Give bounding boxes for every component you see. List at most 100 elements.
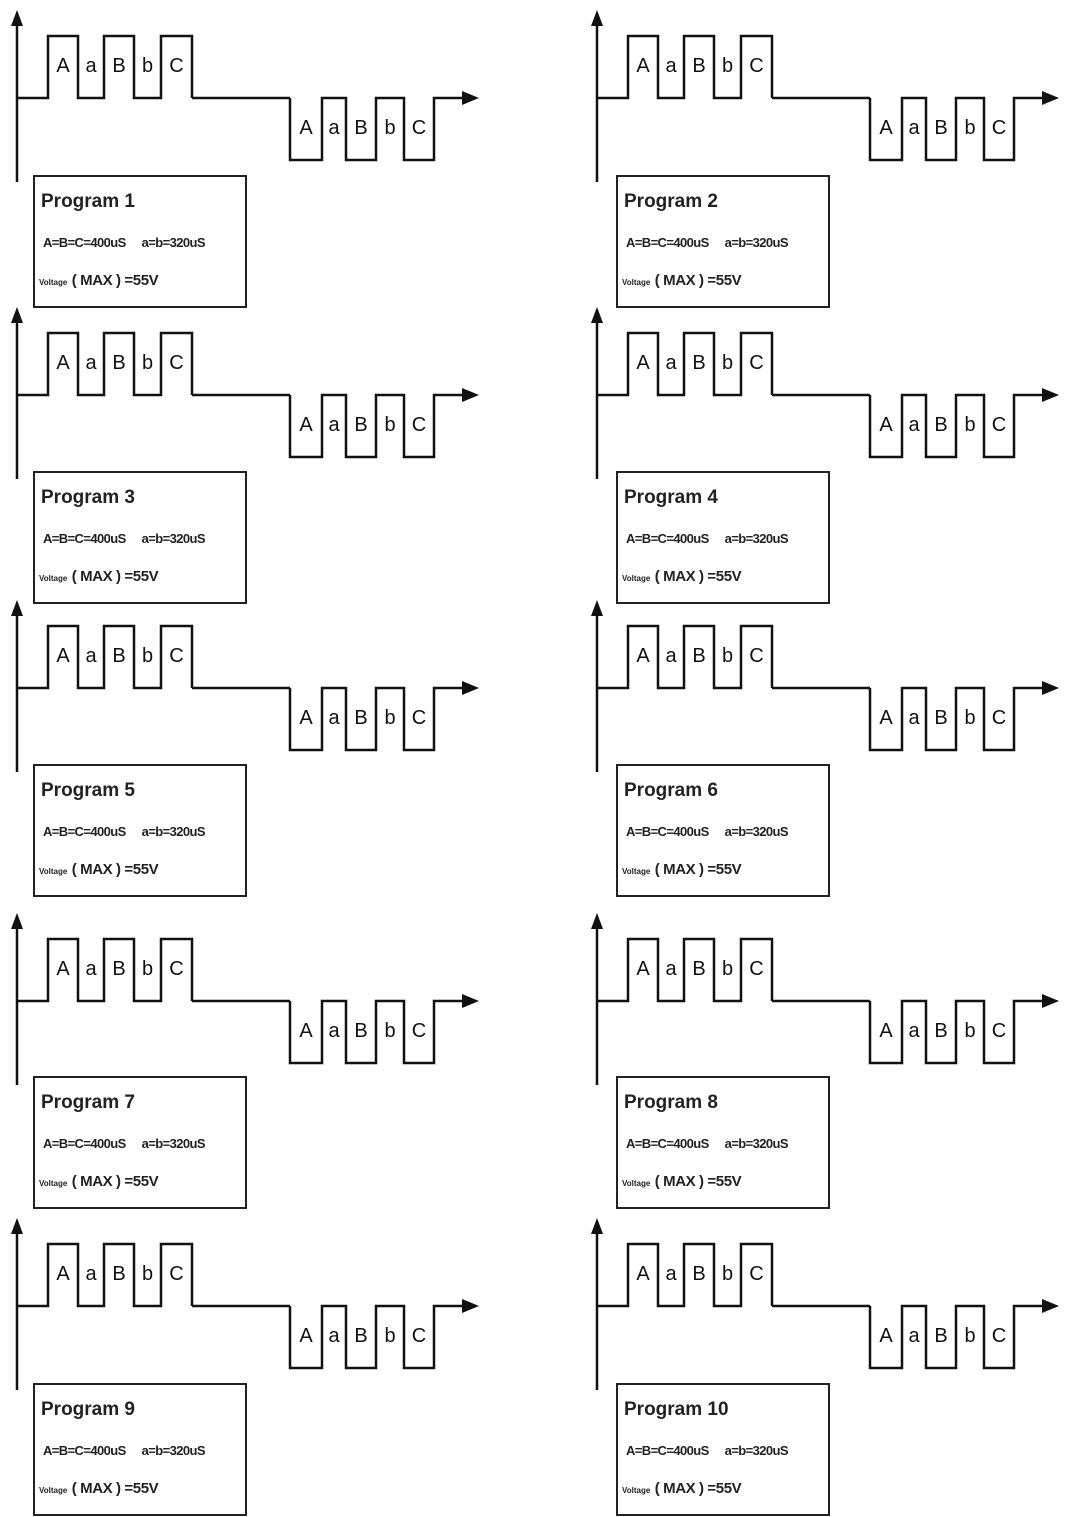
timing-abc: A=B=C=400uS <box>43 531 126 546</box>
x-axis-arrow <box>462 1299 479 1313</box>
negative-pulse-train <box>868 1304 1042 1370</box>
pulse-label: B <box>692 352 705 374</box>
x-axis-arrow <box>462 91 479 105</box>
pulse-label: A <box>879 707 893 729</box>
pulse-label: A <box>879 414 893 436</box>
x-axis-arrow <box>1042 1299 1059 1313</box>
negative-pulse-train <box>288 999 462 1065</box>
pulse-label: B <box>692 1263 705 1285</box>
pulse-label: A <box>299 1020 313 1042</box>
timing-abc: A=B=C=400uS <box>626 1136 709 1151</box>
pulse-label: a <box>328 117 340 139</box>
pulse-label: a <box>328 1020 340 1042</box>
pulse-label: B <box>112 1263 125 1285</box>
pulse-label: C <box>412 117 426 139</box>
timing-abc: A=B=C=400uS <box>626 824 709 839</box>
program-voltage: Voltage ( MAX ) =55V <box>622 1480 742 1498</box>
pulse-label: b <box>964 707 975 729</box>
pulse-label: a <box>85 55 97 77</box>
timing-ab: a=b=320uS <box>141 1443 206 1458</box>
timing-ab: a=b=320uS <box>724 1136 789 1151</box>
pulse-label: A <box>56 352 70 374</box>
y-axis-arrow <box>11 307 23 323</box>
pulse-label: a <box>665 55 677 77</box>
negative-pulse-train <box>868 686 1042 752</box>
pulse-label: b <box>384 414 395 436</box>
voltage-label: Voltage <box>622 867 651 876</box>
voltage-label: Voltage <box>39 278 68 287</box>
timing-ab: a=b=320uS <box>141 1136 206 1151</box>
pulse-label: B <box>354 117 367 139</box>
y-axis-arrow <box>591 1218 603 1234</box>
program-title: Program 8 <box>624 1092 718 1113</box>
timing-abc: A=B=C=400uS <box>43 235 126 250</box>
voltage-value: ( MAX ) =55V <box>71 272 159 289</box>
pulse-label: C <box>749 645 763 667</box>
pulse-label: a <box>665 958 677 980</box>
program-voltage: Voltage ( MAX ) =55V <box>39 568 159 586</box>
pulse-label: C <box>749 958 763 980</box>
pulse-label: a <box>85 645 97 667</box>
voltage-value: ( MAX ) =55V <box>71 861 159 878</box>
pulse-label: B <box>112 55 125 77</box>
voltage-label: Voltage <box>39 574 68 583</box>
voltage-label: Voltage <box>622 278 651 287</box>
voltage-value: ( MAX ) =55V <box>71 1480 159 1497</box>
timing-ab: a=b=320uS <box>141 824 206 839</box>
pulse-label: a <box>665 1263 677 1285</box>
program-voltage: Voltage ( MAX ) =55V <box>39 861 159 879</box>
pulse-label: A <box>56 55 70 77</box>
program-title: Program 4 <box>624 487 718 508</box>
pulse-label: B <box>934 117 947 139</box>
y-axis-arrow <box>11 1218 23 1234</box>
pulse-label: b <box>384 707 395 729</box>
x-axis-arrow <box>1042 681 1059 695</box>
pulse-label: b <box>384 1325 395 1347</box>
pulse-label: B <box>934 1020 947 1042</box>
pulse-label: C <box>169 1263 183 1285</box>
pulse-label: a <box>665 645 677 667</box>
y-axis-arrow <box>591 10 603 26</box>
pulse-label: a <box>85 958 97 980</box>
pulse-label: C <box>169 55 183 77</box>
pulse-label: a <box>908 1020 920 1042</box>
pulse-label: b <box>384 1020 395 1042</box>
x-axis-arrow <box>462 681 479 695</box>
pulse-label: B <box>934 1325 947 1347</box>
pulse-label: a <box>328 414 340 436</box>
x-axis-arrow <box>462 994 479 1008</box>
pulse-label: A <box>636 55 650 77</box>
voltage-value: ( MAX ) =55V <box>71 1173 159 1190</box>
timing-abc: A=B=C=400uS <box>43 824 126 839</box>
pulse-label: C <box>412 1020 426 1042</box>
y-axis-arrow <box>11 913 23 929</box>
pulse-label: b <box>722 352 733 374</box>
pulse-label: b <box>142 1263 153 1285</box>
program-title: Program 7 <box>41 1092 135 1113</box>
x-axis-arrow <box>1042 91 1059 105</box>
pulse-label: b <box>142 352 153 374</box>
pulse-label: C <box>169 958 183 980</box>
pulse-label: b <box>142 55 153 77</box>
timing-ab: a=b=320uS <box>141 235 206 250</box>
pulse-label: B <box>112 958 125 980</box>
pulse-label: A <box>636 958 650 980</box>
pulse-label: A <box>636 645 650 667</box>
pulse-label: a <box>665 352 677 374</box>
program-title: Program 3 <box>41 487 135 508</box>
timing-abc: A=B=C=400uS <box>626 1443 709 1458</box>
timing-ab: a=b=320uS <box>724 531 789 546</box>
program-timing: A=B=C=400uS a=b=320uS <box>626 1136 789 1151</box>
pulse-label: A <box>56 958 70 980</box>
voltage-label: Voltage <box>622 1179 651 1188</box>
pulse-label: A <box>299 707 313 729</box>
timing-abc: A=B=C=400uS <box>43 1136 126 1151</box>
pulse-label: A <box>879 117 893 139</box>
program-timing: A=B=C=400uS a=b=320uS <box>43 235 206 250</box>
